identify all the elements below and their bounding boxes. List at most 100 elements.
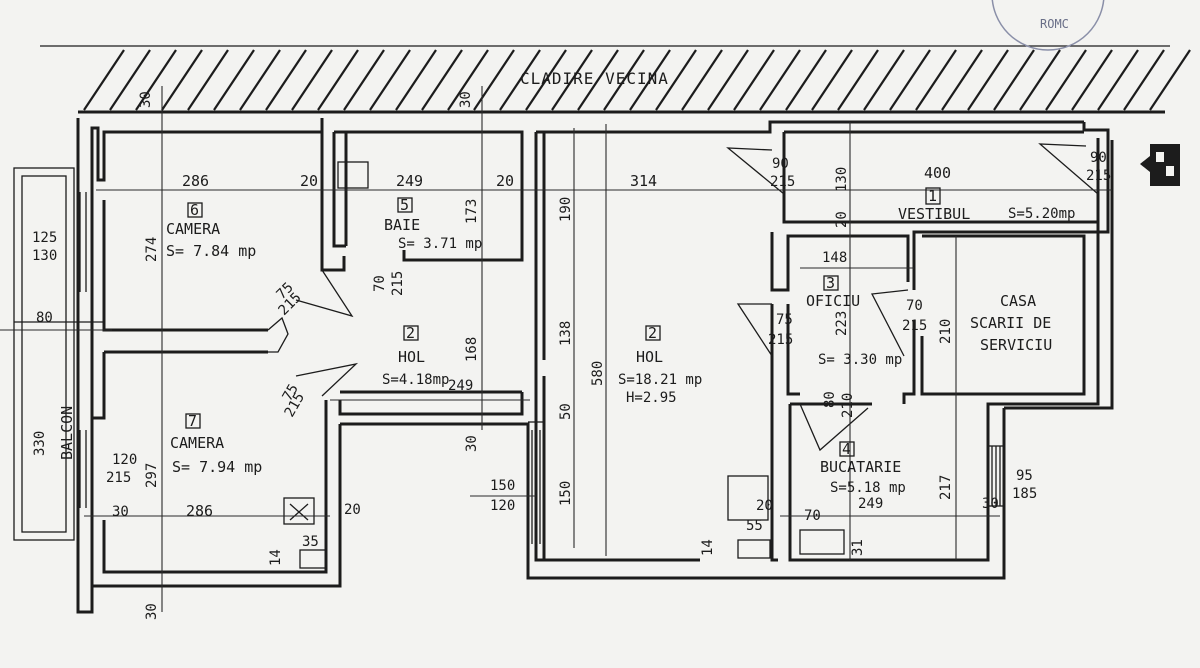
hatch-line [291, 49, 333, 111]
svg-text:130: 130 [32, 248, 57, 264]
svg-text:286: 286 [182, 172, 209, 190]
svg-text:S=5.18 mp: S=5.18 mp [830, 480, 906, 496]
svg-text:BUCATARIE: BUCATARIE [820, 458, 901, 476]
balcony-label: BALCON [58, 406, 76, 460]
svg-text:70: 70 [804, 508, 821, 524]
hatch-line [1019, 49, 1061, 111]
svg-text:400: 400 [924, 164, 951, 182]
hatch-line [603, 49, 645, 111]
room-hol-small: 2 HOL S=4.18mp [382, 324, 449, 388]
svg-text:215: 215 [390, 271, 406, 296]
svg-text:150: 150 [490, 478, 515, 494]
svg-text:215: 215 [106, 470, 131, 486]
hatch-line [733, 49, 775, 111]
svg-text:217: 217 [938, 475, 954, 500]
svg-text:S= 7.94 mp: S= 7.94 mp [172, 458, 262, 476]
svg-text:ROMC: ROMC [1040, 17, 1069, 31]
hatch-line [395, 49, 437, 111]
hatch-line [759, 49, 801, 111]
svg-text:80: 80 [36, 310, 53, 326]
svg-text:120: 120 [490, 498, 515, 514]
hatch-line [577, 49, 619, 111]
hatch-line [863, 49, 905, 111]
svg-text:30: 30 [464, 435, 480, 452]
hatch-line [239, 49, 281, 111]
hatch-line [681, 49, 723, 111]
svg-text:20: 20 [496, 172, 514, 190]
svg-text:2: 2 [406, 324, 415, 342]
hatch-line [1149, 49, 1191, 111]
svg-text:30: 30 [982, 496, 999, 512]
svg-text:210: 210 [938, 319, 954, 344]
hatch-line [993, 49, 1035, 111]
svg-text:90: 90 [1090, 150, 1107, 166]
svg-text:215: 215 [768, 332, 793, 348]
svg-text:314: 314 [630, 172, 657, 190]
svg-text:30: 30 [144, 603, 160, 620]
svg-text:S= 3.71 mp: S= 3.71 mp [398, 236, 482, 252]
svg-text:H=2.95: H=2.95 [626, 390, 677, 406]
svg-text:14: 14 [700, 539, 716, 556]
svg-text:249: 249 [396, 172, 423, 190]
svg-text:20: 20 [300, 172, 318, 190]
svg-text:2: 2 [648, 324, 657, 342]
svg-text:120: 120 [112, 452, 137, 468]
neighbour-building-hatch [40, 45, 1191, 114]
svg-text:249: 249 [448, 378, 473, 394]
svg-text:75: 75 [280, 381, 302, 404]
hatch-line [655, 49, 697, 111]
hatch-line [785, 49, 827, 111]
hatch-line [1071, 49, 1113, 111]
vent-symbols [283, 161, 845, 569]
hatch-line [369, 49, 411, 111]
hatch-line [629, 49, 671, 111]
svg-text:CAMERA: CAMERA [170, 434, 224, 452]
room-baie-5: 5 BAIE S= 3.71 mp [384, 196, 482, 252]
svg-text:S=5.20mp: S=5.20mp [1008, 206, 1075, 222]
svg-text:SERVICIU: SERVICIU [980, 336, 1052, 354]
hatch-line [499, 49, 541, 111]
svg-text:VESTIBUL: VESTIBUL [898, 205, 970, 223]
hatch-line [213, 49, 255, 111]
hatch-line [551, 49, 593, 111]
svg-text:30: 30 [112, 504, 129, 520]
svg-text:BAIE: BAIE [384, 216, 420, 234]
hatch-line [109, 49, 151, 111]
walls [76, 118, 1114, 614]
svg-text:286: 286 [186, 502, 213, 520]
svg-text:138: 138 [558, 321, 574, 346]
hatch-line [1045, 49, 1087, 111]
hatch-line [265, 49, 307, 111]
svg-text:6: 6 [190, 201, 199, 219]
door-swings [267, 143, 1099, 452]
entrance-marker-icon [1140, 144, 1180, 186]
svg-text:20: 20 [756, 498, 773, 514]
svg-text:1: 1 [928, 187, 937, 205]
room-hol-large: 2 HOL S=18.21 mp H=2.95 [618, 324, 702, 406]
hatch-line [421, 49, 463, 111]
room-bucatarie-4: 4 BUCATARIE S=5.18 mp [820, 440, 906, 496]
room-camera-6: 6 CAMERA S= 7.84 mp [166, 201, 256, 260]
svg-text:14: 14 [268, 549, 284, 566]
svg-text:S=4.18mp: S=4.18mp [382, 372, 449, 388]
svg-text:150: 150 [558, 481, 574, 506]
svg-text:CAMERA: CAMERA [166, 220, 220, 238]
svg-text:249: 249 [858, 496, 883, 512]
svg-text:95: 95 [1016, 468, 1033, 484]
svg-text:31: 31 [850, 539, 866, 556]
svg-text:130: 130 [834, 167, 850, 192]
hatch-line [83, 49, 125, 111]
svg-text:330: 330 [32, 431, 48, 456]
svg-text:7: 7 [188, 412, 197, 430]
svg-text:215: 215 [770, 174, 795, 190]
svg-text:HOL: HOL [636, 348, 663, 366]
room-camera-7: 7 CAMERA S= 7.94 mp [170, 412, 262, 476]
svg-text:35: 35 [302, 534, 319, 550]
dimension-lines [0, 86, 1112, 612]
svg-text:50: 50 [558, 403, 574, 420]
svg-text:215: 215 [1086, 168, 1111, 184]
svg-text:SCARII DE: SCARII DE [970, 314, 1051, 332]
hatch-line [889, 49, 931, 111]
svg-text:215: 215 [902, 318, 927, 334]
